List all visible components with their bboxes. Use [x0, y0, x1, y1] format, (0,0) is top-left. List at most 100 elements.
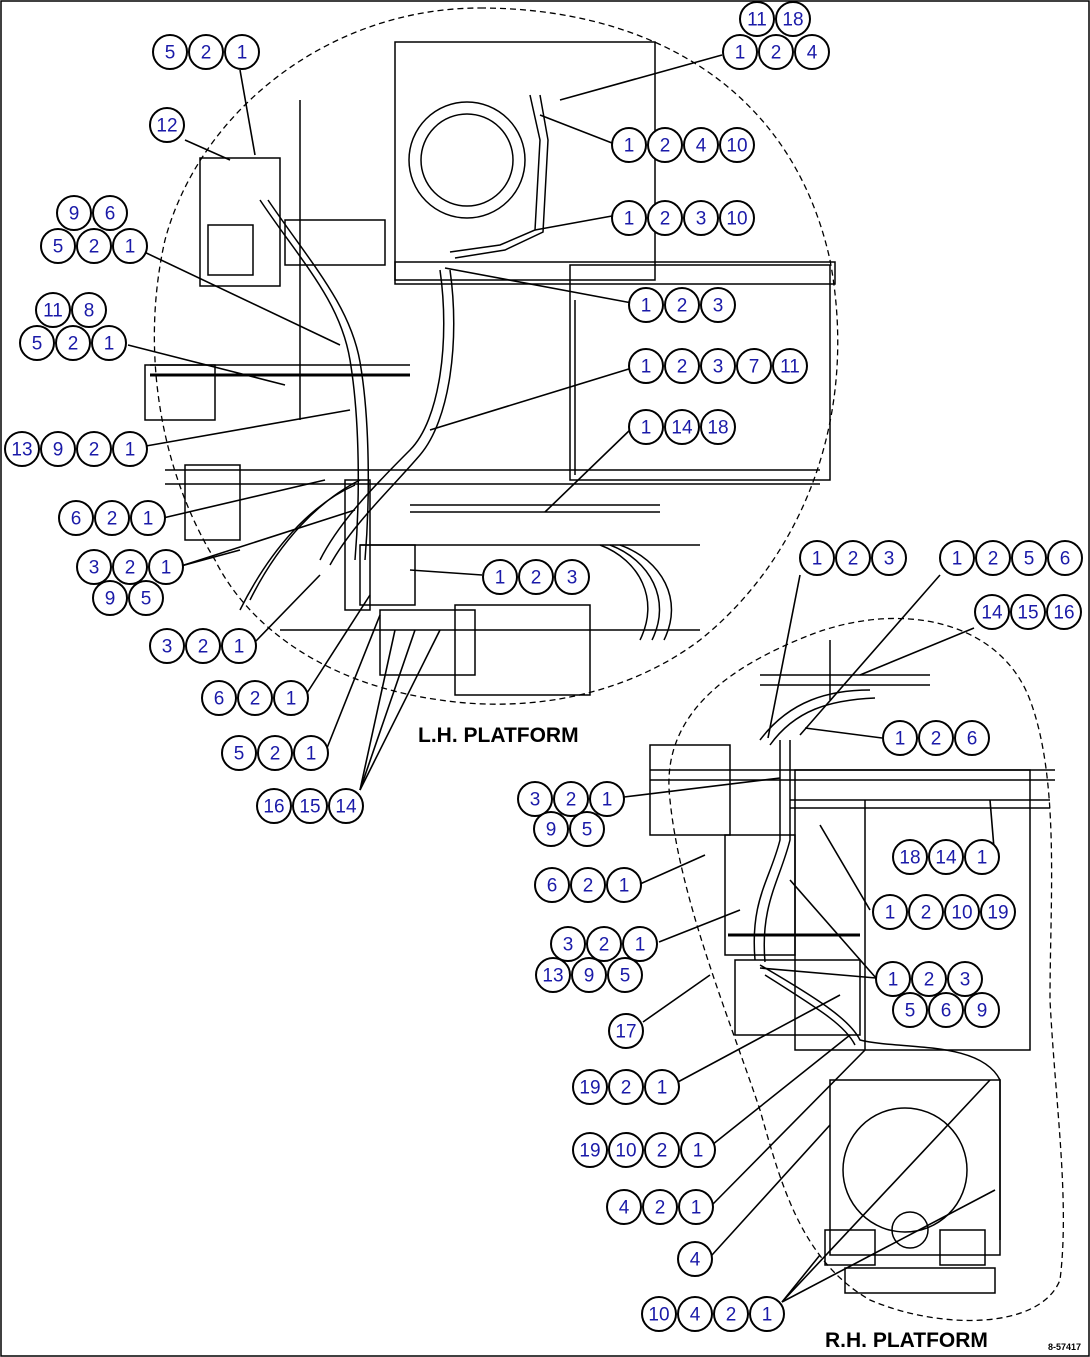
rh-machine-outline — [649, 640, 1055, 1294]
callout-bubble — [570, 867, 606, 903]
callout-bubble — [518, 559, 554, 595]
callout-bubble — [257, 735, 293, 771]
callout-number: 2 — [848, 549, 859, 570]
callout-bubble — [608, 1132, 644, 1168]
callout-number: 19 — [579, 1141, 600, 1162]
callout-lh-e: 11 8 — [35, 292, 107, 328]
callout-lh-b: 12 — [149, 107, 185, 143]
callout-bubble — [550, 926, 586, 962]
callout-number: 1 — [619, 876, 630, 897]
callout-bubble — [611, 200, 647, 236]
callout-bubble — [92, 580, 128, 616]
callout-number: 9 — [977, 1001, 988, 1022]
callout-bubble — [76, 228, 112, 264]
callout-bubble — [611, 127, 647, 163]
lh-machine-outline — [144, 41, 836, 696]
callout-number: 6 — [214, 689, 225, 710]
callout-number: 19 — [987, 903, 1008, 924]
callout-bubble — [628, 348, 664, 384]
callout-number: 2 — [599, 935, 610, 956]
callout-bubble — [152, 34, 188, 70]
drawing-number: 8-57417 — [1048, 1342, 1081, 1352]
callout-bubble — [772, 348, 808, 384]
callout-number: 2 — [726, 1305, 737, 1326]
callout-number: 9 — [105, 589, 116, 610]
callout-bubble — [875, 961, 911, 997]
callout-bubble — [221, 628, 257, 664]
callout-number: 1 — [495, 568, 506, 589]
callout-bubble — [148, 549, 184, 585]
callout-bubble — [975, 540, 1011, 576]
callout-bubble — [947, 961, 983, 997]
callout-number: 7 — [749, 357, 760, 378]
callout-bubble — [606, 1189, 642, 1225]
callout-bubble — [607, 957, 643, 993]
callout-bubble — [835, 540, 871, 576]
callout-number: 11 — [780, 357, 800, 378]
callout-number: 16 — [1053, 603, 1074, 624]
callout-number: 14 — [981, 603, 1003, 624]
callout-bubble — [928, 992, 964, 1028]
callout-number: 14 — [671, 418, 693, 439]
callout-number: 3 — [563, 935, 574, 956]
callout-bubble — [572, 1069, 608, 1105]
callout-bubble — [128, 580, 164, 616]
callout-number: 5 — [53, 237, 64, 258]
rh-leader-lines — [623, 574, 996, 1303]
callout-number: 1 — [657, 1078, 668, 1099]
callout-number: 3 — [713, 296, 724, 317]
callout-number: 2 — [621, 1078, 632, 1099]
callout-number: 1 — [286, 689, 297, 710]
callout-number: 3 — [713, 357, 724, 378]
callout-bubble — [482, 559, 518, 595]
callout-bubble — [739, 1, 775, 37]
lh-detail-boundary — [153, 7, 839, 705]
callout-bubble — [553, 781, 589, 817]
callout-bubble — [569, 811, 605, 847]
callout-number: 4 — [696, 136, 707, 157]
callout-number: 8 — [84, 301, 95, 322]
callout-bubble — [92, 195, 128, 231]
callout-bubble — [112, 228, 148, 264]
lh-platform-view — [127, 7, 839, 791]
callout-bubble — [647, 127, 683, 163]
callout-bubble — [273, 680, 309, 716]
callout-bubble — [4, 431, 40, 467]
callout-bubble — [908, 894, 944, 930]
callout-number: 13 — [542, 966, 563, 987]
callout-number: 4 — [690, 1305, 701, 1326]
callout-bubble — [641, 1296, 677, 1332]
callout-bubble — [76, 431, 112, 467]
callout-number: 4 — [690, 1250, 701, 1271]
callout-number: 6 — [547, 876, 558, 897]
callout-bubble — [719, 200, 755, 236]
callout-number: 9 — [69, 204, 80, 225]
callout-number: 1 — [691, 1198, 702, 1219]
callout-number: 2 — [107, 509, 118, 530]
callout-number: 1 — [641, 296, 652, 317]
callout-number: 1 — [762, 1305, 773, 1326]
callout-number: 11 — [43, 301, 63, 322]
callout-bubble — [1010, 594, 1046, 630]
callout-bubble — [517, 781, 553, 817]
callout-bubble — [964, 839, 1000, 875]
